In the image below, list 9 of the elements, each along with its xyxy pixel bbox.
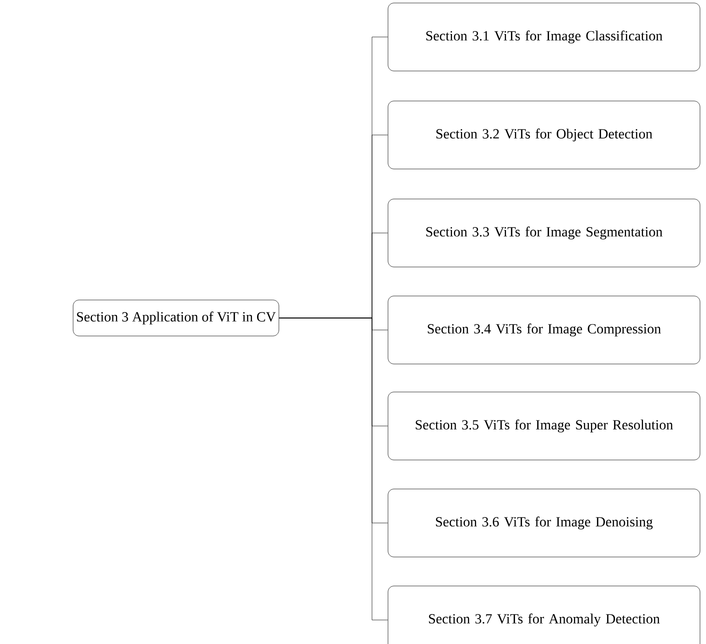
section-box: Section 3.3 ViTs for Image Segmentation: [388, 198, 700, 268]
connector-line: [278, 318, 388, 620]
section-box: Section 3.1 ViTs for Image Classification: [388, 2, 700, 72]
section-box: Section 3.5 ViTs for Image Super Resolution: [388, 392, 700, 460]
section-box: Section 3.4 ViTs for Image Compression: [388, 296, 700, 364]
root-box: Section 3 Application of ViT in CV: [72, 300, 280, 336]
section-box: Section 3.7 ViTs for Anomaly Detection: [388, 586, 700, 644]
section-box: Section 3.2 ViTs for Object Detection: [388, 100, 700, 170]
section-box: Section 3.6 ViTs for Image Denoising: [388, 488, 700, 558]
